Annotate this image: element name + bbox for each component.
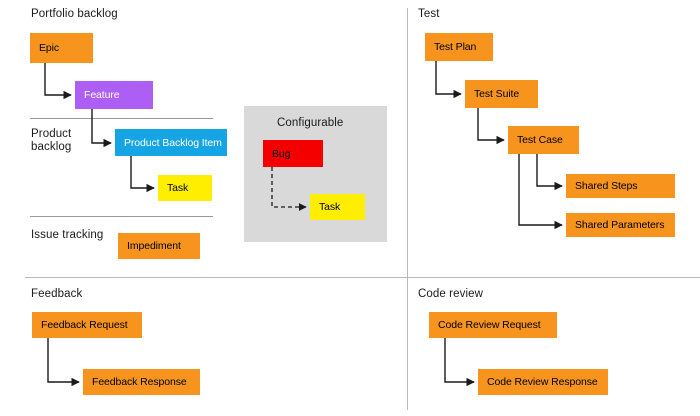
node-epic[interactable]: Epic <box>30 33 93 63</box>
node-feedback-response[interactable]: Feedback Response <box>83 369 200 395</box>
node-product-backlog-item[interactable]: Product Backlog Item <box>115 129 227 156</box>
node-test-plan[interactable]: Test Plan <box>425 33 493 61</box>
node-task[interactable]: Task <box>158 175 212 201</box>
node-bug[interactable]: Bug <box>263 140 323 167</box>
node-impediment[interactable]: Impediment <box>118 233 200 259</box>
horizontal-quadrant-divider <box>25 277 700 278</box>
caption-issue-tracking: Issue tracking <box>31 229 104 241</box>
rule-product-issue <box>30 216 213 217</box>
connector-testcase-to-sharedparameters <box>518 154 563 230</box>
node-test-suite[interactable]: Test Suite <box>465 80 538 108</box>
node-test-case[interactable]: Test Case <box>508 126 579 154</box>
connector-feature-to-pbi <box>91 109 112 148</box>
rule-portfolio-product <box>30 118 213 119</box>
connector-testplan-to-testsuite <box>435 61 462 99</box>
connector-testcase-to-sharedsteps <box>536 154 563 191</box>
node-code-review-request[interactable]: Code Review Request <box>429 312 557 338</box>
node-feature[interactable]: Feature <box>75 81 153 109</box>
node-feedback-request[interactable]: Feedback Request <box>32 312 142 338</box>
connector-epic-to-feature <box>44 63 72 100</box>
caption-test: Test <box>418 8 440 20</box>
caption-product-backlog: Product backlog <box>31 128 72 153</box>
node-configurable-task[interactable]: Task <box>310 194 365 220</box>
connector-testsuite-to-testcase <box>477 108 505 145</box>
caption-feedback: Feedback <box>31 288 83 300</box>
caption-code-review: Code review <box>418 288 484 300</box>
caption-portfolio-backlog: Portfolio backlog <box>31 8 118 20</box>
connector-feedbackrequest-to-response <box>47 338 80 387</box>
vertical-quadrant-divider <box>407 8 408 410</box>
node-shared-parameters[interactable]: Shared Parameters <box>566 213 675 237</box>
node-shared-steps[interactable]: Shared Steps <box>566 174 675 198</box>
configurable-panel-title: Configurable <box>277 117 344 129</box>
connector-codereviewrequest-to-response <box>444 338 475 387</box>
node-code-review-response[interactable]: Code Review Response <box>478 369 608 395</box>
connector-pbi-to-task <box>130 156 155 193</box>
